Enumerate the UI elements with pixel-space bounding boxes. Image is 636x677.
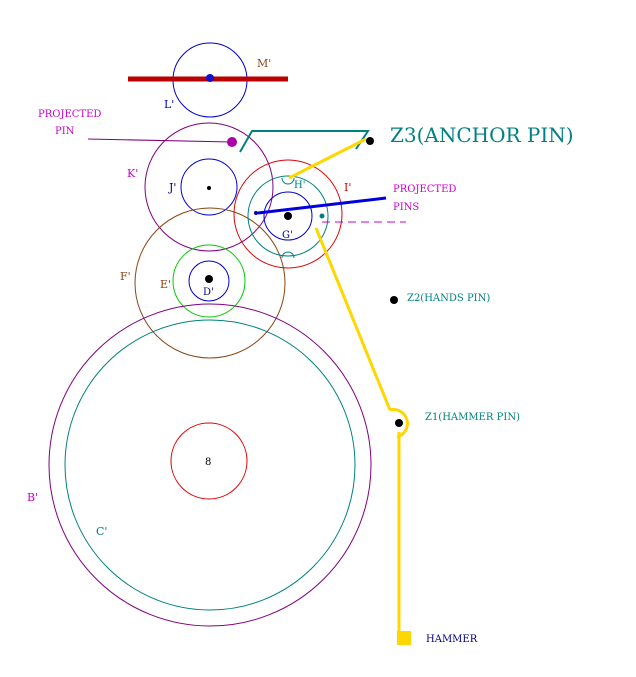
pivot-j [207, 186, 211, 190]
hammer-head [397, 631, 411, 645]
notch-top [281, 177, 295, 185]
z1-pin [395, 419, 403, 427]
label-b: B' [27, 491, 38, 504]
label-a-center: 8 [205, 457, 211, 468]
projected-pin-line [87, 138, 233, 143]
gear-b [48, 303, 372, 627]
label-c: C' [96, 525, 107, 538]
gear-j [180, 158, 238, 216]
pin-g-left [254, 211, 258, 215]
label-projected-pin-2: PIN [55, 126, 75, 137]
label-z3: Z3(ANCHOR PIN) [390, 123, 574, 147]
label-projected-pins-2: PINS [393, 202, 419, 213]
gear-d [188, 260, 230, 302]
gear-f [134, 207, 286, 359]
label-e: E' [160, 278, 171, 291]
gear-h [247, 175, 329, 257]
label-f: F' [120, 270, 131, 283]
label-z2: Z2(HANDS PIN) [407, 293, 490, 304]
gear-i [233, 159, 343, 269]
anchor-link [288, 137, 367, 180]
label-h: H' [294, 180, 305, 191]
pivot-d [205, 275, 213, 283]
gear-c [64, 319, 356, 611]
hammer-pin-hook [389, 408, 409, 439]
label-g: G' [282, 230, 293, 241]
z3-pin [366, 137, 374, 145]
label-i: I' [344, 181, 351, 194]
notch-bottom [281, 251, 295, 259]
projected-pin-dot [227, 137, 237, 147]
label-z1: Z1(HAMMER PIN) [425, 412, 520, 423]
pivot-m [206, 74, 214, 82]
gear-e [172, 244, 246, 318]
z2-pin [390, 296, 398, 304]
gear-g [263, 191, 313, 241]
label-l: L' [164, 98, 174, 111]
projected-pins-line [257, 196, 387, 215]
gear-a [170, 422, 248, 500]
label-hammer: HAMMER [426, 634, 478, 645]
label-projected-pin-1: PROJECTED [38, 109, 101, 120]
pivot-g [284, 212, 292, 220]
label-k: K' [127, 167, 138, 180]
label-d: D' [203, 287, 214, 298]
pin-g-right [319, 213, 325, 219]
label-m: M' [257, 57, 271, 70]
hammer-link [314, 227, 392, 411]
label-j: J' [168, 181, 176, 194]
gear-k [144, 122, 274, 252]
label-projected-pins-1: PROJECTED [393, 184, 456, 195]
